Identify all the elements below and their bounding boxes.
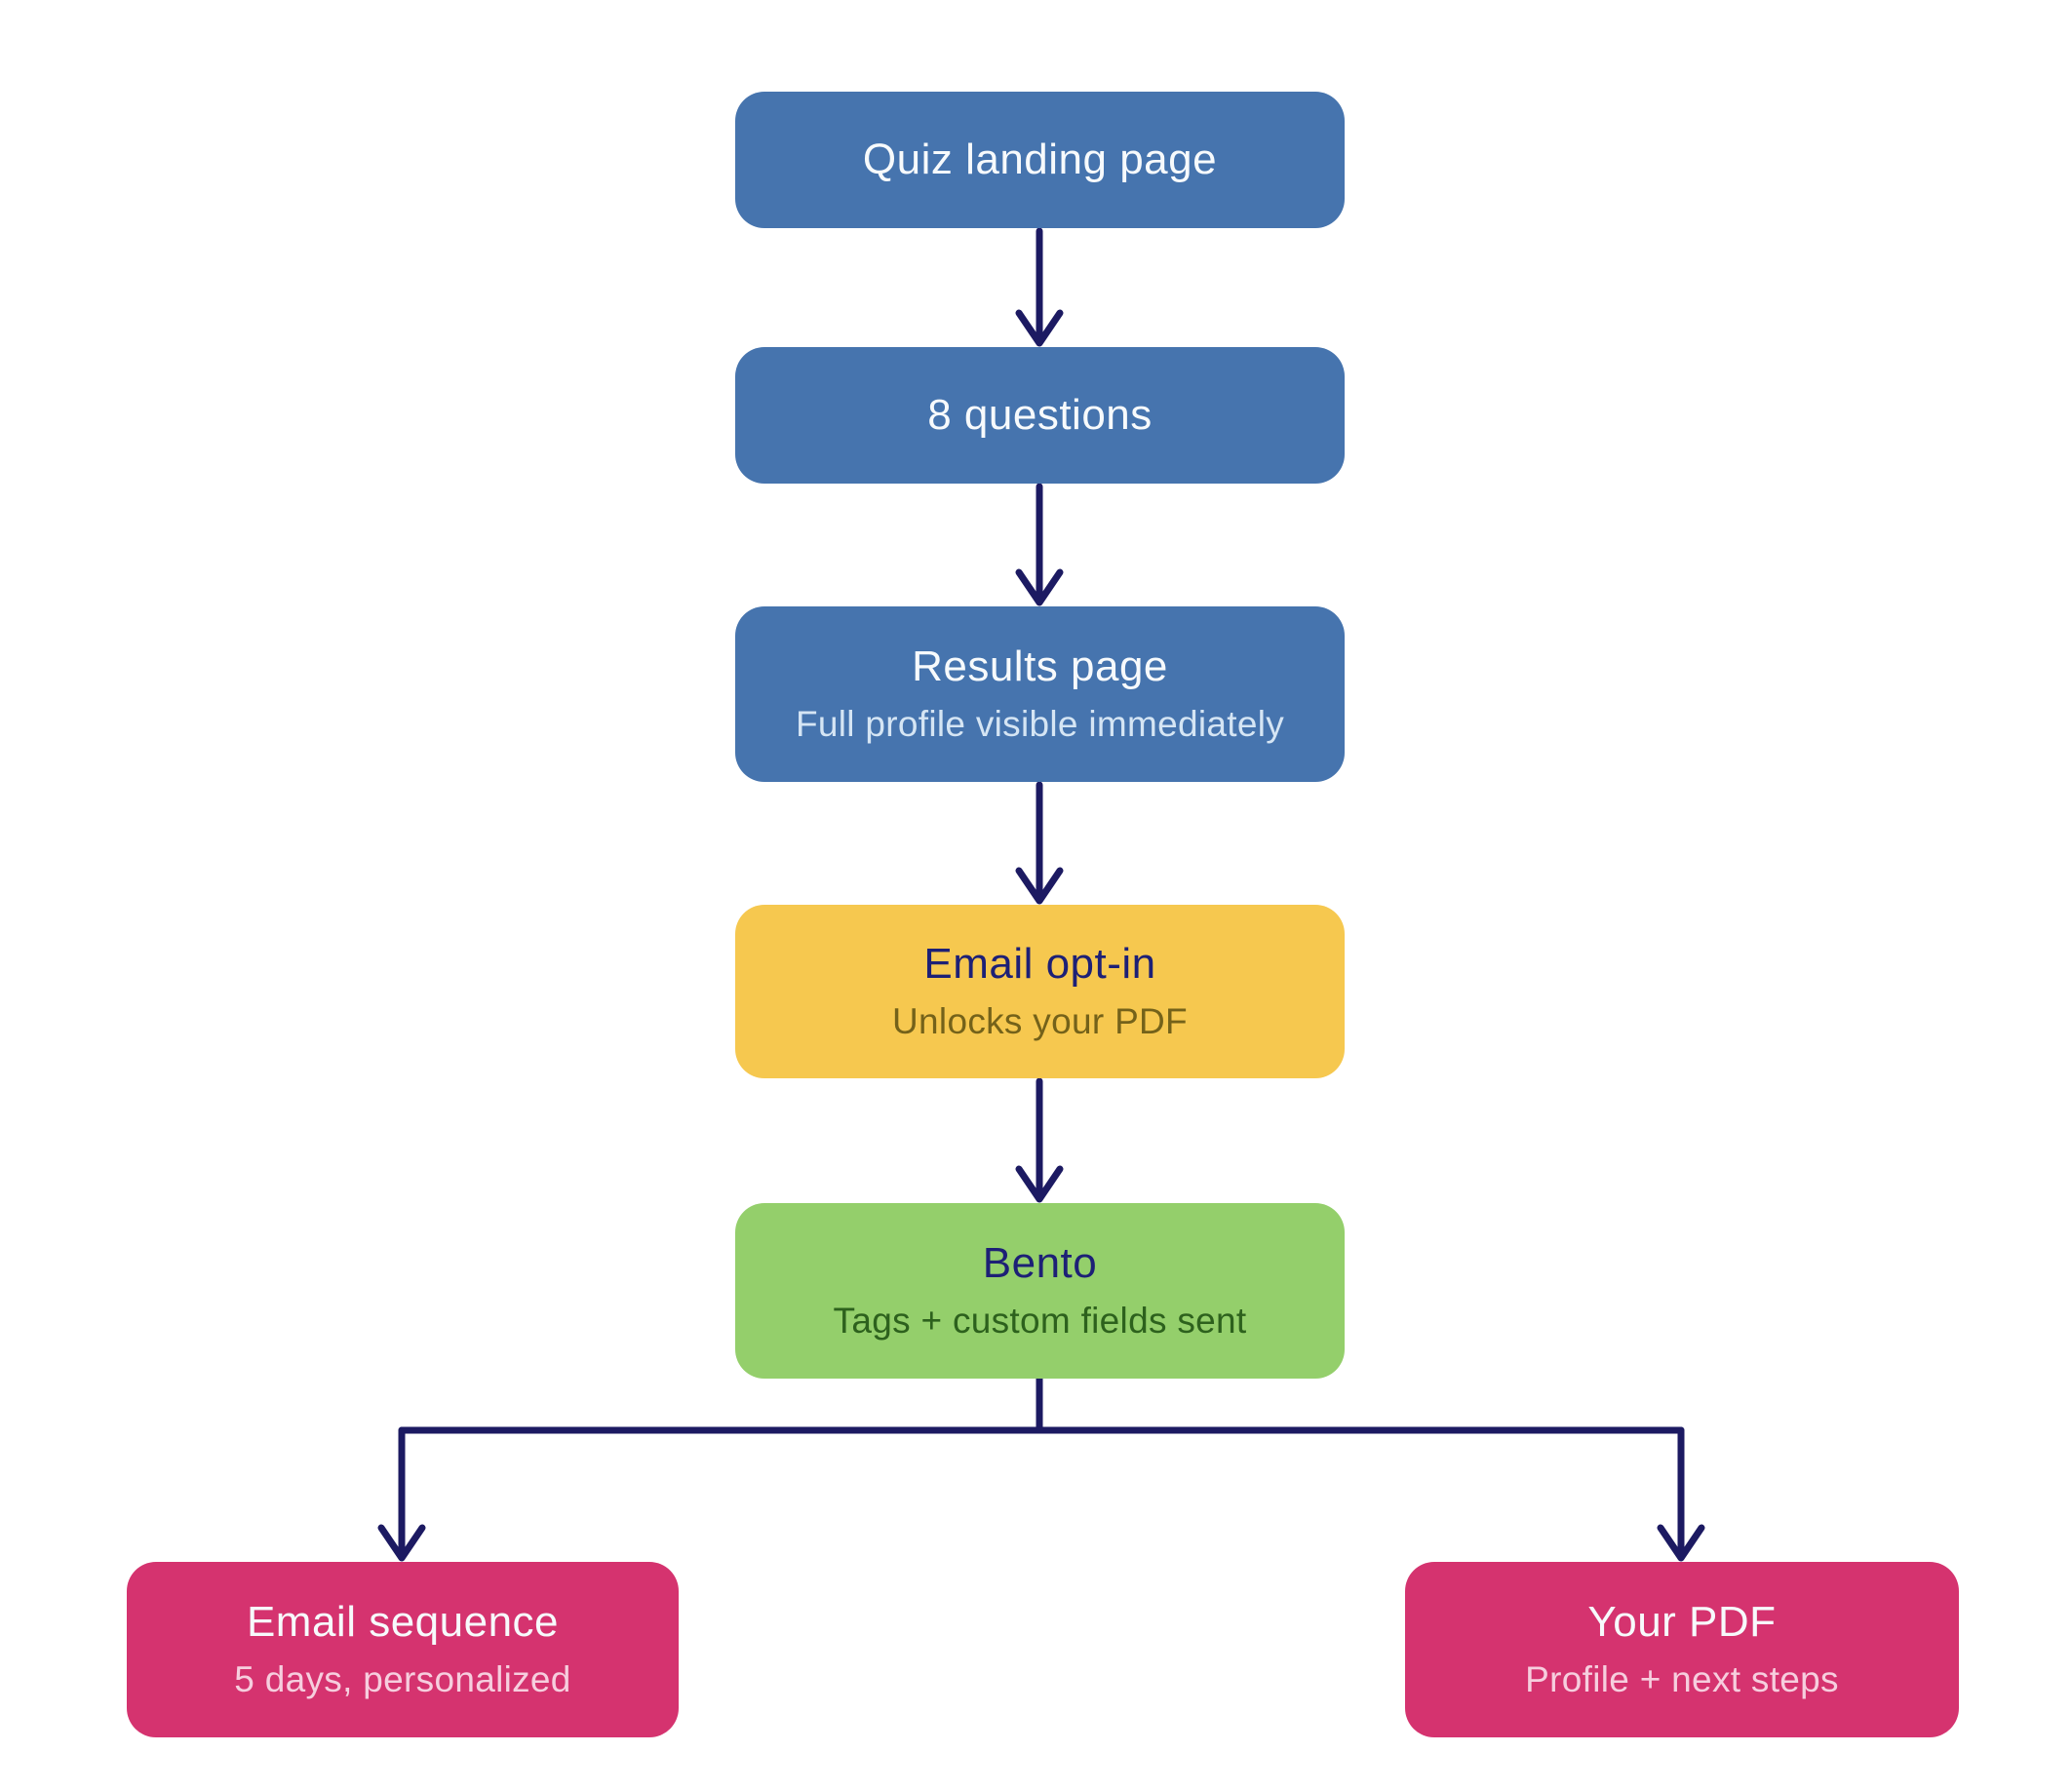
node-title: Bento bbox=[982, 1239, 1098, 1288]
node-title: Your PDF bbox=[1587, 1598, 1777, 1647]
node-title: Quiz landing page bbox=[862, 135, 1218, 183]
arrow-results-to-optin bbox=[1015, 781, 1064, 905]
node-your-pdf: Your PDF Profile + next steps bbox=[1405, 1562, 1959, 1737]
arrow-branch-to-email-sequence bbox=[377, 1426, 426, 1562]
node-title: Email sequence bbox=[246, 1598, 560, 1647]
node-title: Results page bbox=[912, 642, 1168, 691]
node-subtitle: Unlocks your PDF bbox=[892, 1001, 1188, 1042]
node-title: Email opt-in bbox=[923, 940, 1156, 989]
node-questions: 8 questions bbox=[735, 347, 1345, 484]
node-subtitle: Tags + custom fields sent bbox=[833, 1301, 1247, 1342]
node-email-sequence: Email sequence 5 days, personalized bbox=[127, 1562, 679, 1737]
arrow-questions-to-results bbox=[1015, 483, 1064, 606]
arrow-optin-to-bento bbox=[1015, 1077, 1064, 1203]
node-subtitle: Profile + next steps bbox=[1525, 1659, 1839, 1700]
node-subtitle: Full profile visible immediately bbox=[795, 704, 1285, 745]
node-quiz-landing-page: Quiz landing page bbox=[735, 92, 1345, 228]
node-title: 8 questions bbox=[927, 390, 1153, 439]
node-subtitle: 5 days, personalized bbox=[234, 1659, 571, 1700]
node-results-page: Results page Full profile visible immedi… bbox=[735, 606, 1345, 782]
arrow-branch-to-your-pdf bbox=[1657, 1426, 1705, 1562]
arrow-bento-branch-stem bbox=[398, 1375, 1685, 1434]
node-bento: Bento Tags + custom fields sent bbox=[735, 1203, 1345, 1379]
node-email-opt-in: Email opt-in Unlocks your PDF bbox=[735, 905, 1345, 1078]
arrow-quiz-to-questions bbox=[1015, 227, 1064, 347]
